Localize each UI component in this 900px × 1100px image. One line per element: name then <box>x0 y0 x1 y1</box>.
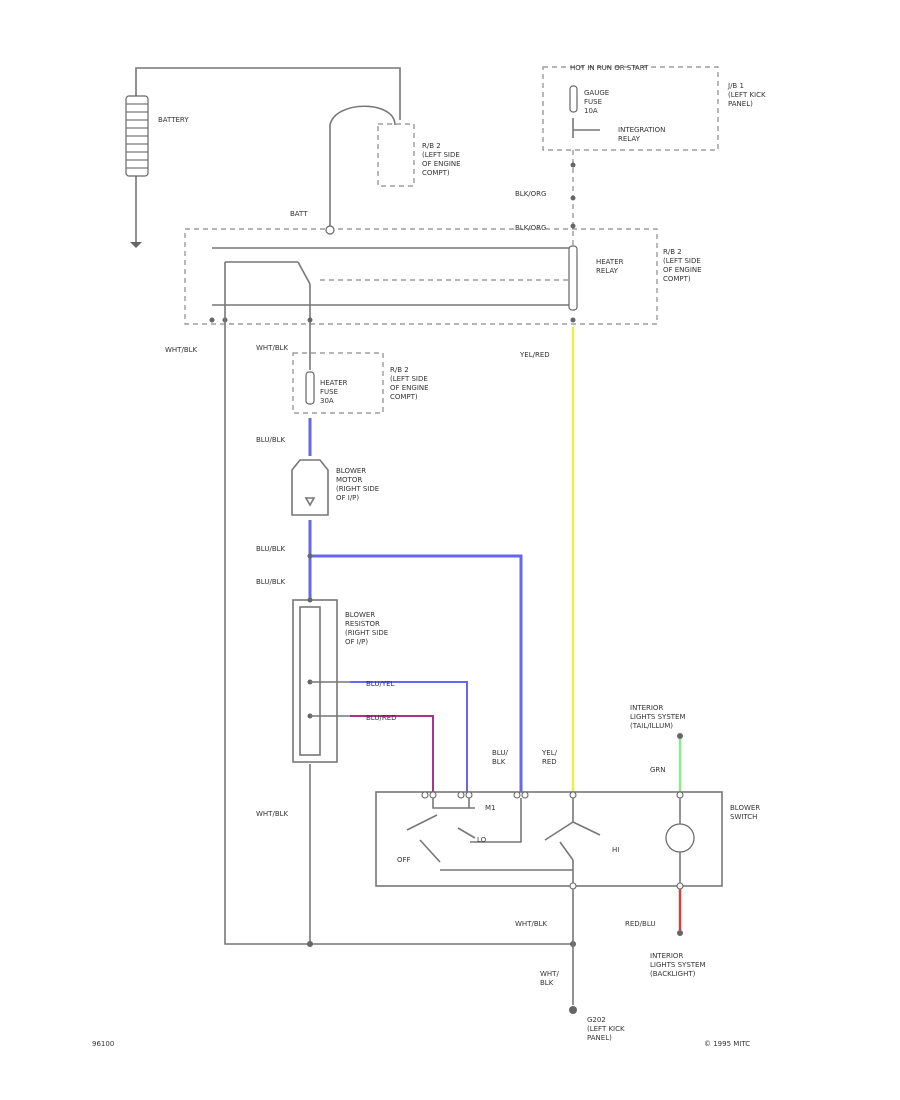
rb2-relay-line-4: COMPT) <box>663 275 691 283</box>
rb2-top-line-4: COMPT) <box>422 169 450 177</box>
switch-hi-label: HI <box>612 846 619 854</box>
blower-motor-line-2: MOTOR <box>336 476 362 484</box>
rb2-relay-line-3: OF ENGINE <box>663 266 702 274</box>
blu-blk-4-line-1: BLU/ <box>492 749 508 757</box>
red-blu-label: RED/BLU <box>625 920 656 928</box>
rb2-fuse-line-1: R/B 2 <box>390 366 409 374</box>
blower-motor-line-1: BLOWER <box>336 467 366 475</box>
wht-blk-3-label: WHT/BLK <box>256 810 289 818</box>
wht-blk-left-label: WHT/BLK <box>165 346 198 354</box>
interior-lights-bottom-line-3: (BACKLIGHT) <box>650 970 696 978</box>
battery-label: BATTERY <box>158 116 189 124</box>
rb2-relay-line-1: R/B 2 <box>663 248 682 256</box>
jb1-line-3: PANEL) <box>728 100 753 108</box>
yel-red-2-line-1: YEL/ <box>541 749 558 757</box>
rb2-fuse-line-3: OF ENGINE <box>390 384 429 392</box>
heater-relay-line-1: HEATER <box>596 258 624 266</box>
page-code: 96100 <box>92 1040 114 1048</box>
blower-switch: OFF LO M1 HI BLOWER SWITCH <box>375 791 760 890</box>
switch-off-label: OFF <box>397 856 411 864</box>
switch-m1-label: M1 <box>485 804 496 812</box>
wht-blk-5-line-1: WHT/ <box>540 970 559 978</box>
interior-lights-bottom-line-2: LIGHTS SYSTEM <box>650 961 706 969</box>
blu-blk-3-label: BLU/BLK <box>256 578 286 586</box>
blower-resistor-line-1: BLOWER <box>345 611 375 619</box>
g202-line-1: G202 <box>587 1016 606 1024</box>
yel-red-2-line-2: RED <box>542 758 557 766</box>
rb2-top-line-2: (LEFT SIDE <box>422 151 460 159</box>
battery: BATTERY <box>125 67 401 248</box>
heater-fuse: HEATER FUSE 30A R/B 2 (LEFT SIDE OF ENGI… <box>292 330 429 414</box>
heater-fuse-line-1: HEATER <box>320 379 348 387</box>
integration-relay-line-2: RELAY <box>618 135 641 143</box>
g202-line-2: (LEFT KICK <box>587 1025 625 1033</box>
rb2-top-line-1: R/B 2 <box>422 142 441 150</box>
ground-g202 <box>569 1006 577 1014</box>
wht-blk-2-label: WHT/BLK <box>256 344 289 352</box>
wire-blu-blk-3 <box>310 554 523 792</box>
jb1-line-2: (LEFT KICK <box>728 91 766 99</box>
blu-yel-label: BLU/YEL <box>366 680 395 688</box>
wht-blk-4-label: WHT/BLK <box>515 920 548 928</box>
interior-lights-top-line-2: LIGHTS SYSTEM <box>630 713 686 721</box>
jb1-line-1: J/B 1 <box>727 82 744 90</box>
blu-red-label: BLU/RED <box>366 714 397 722</box>
blower-switch-line-1: BLOWER <box>730 804 760 812</box>
gauge-fuse-line-1: GAUGE <box>584 89 609 97</box>
interior-lights-top-line-3: (TAIL/ILLUM) <box>630 722 673 730</box>
heater-relay-line-2: RELAY <box>596 267 619 275</box>
integration-relay-line-1: INTEGRATION <box>618 126 665 134</box>
wire-blu-red <box>350 715 434 792</box>
interior-lights-bottom-line-1: INTERIOR <box>650 952 683 960</box>
blu-blk-4-line-2: BLK <box>492 758 506 766</box>
wht-blk-5-line-2: BLK <box>540 979 554 987</box>
yel-red-1-label: YEL/RED <box>519 351 550 359</box>
gauge-fuse-line-3: 10A <box>584 107 598 115</box>
blower-resistor-line-3: (RIGHT SIDE <box>345 629 388 637</box>
blower-motor: BLOWER MOTOR (RIGHT SIDE OF I/P) <box>291 459 379 516</box>
interior-lights-top-line-1: INTERIOR <box>630 704 663 712</box>
blower-resistor-line-4: OF I/P) <box>345 638 368 646</box>
batt-label: BATT <box>290 210 308 218</box>
copyright: © 1995 MITC <box>704 1040 750 1048</box>
hot-in-run-label: HOT IN RUN OR START <box>570 64 649 72</box>
rb2-top-line-3: OF ENGINE <box>422 160 461 168</box>
blu-blk-1-label: BLU/BLK <box>256 436 286 444</box>
switch-lo-label: LO <box>477 836 487 844</box>
blu-blk-2-label: BLU/BLK <box>256 545 286 553</box>
blower-resistor: BLOWER RESISTOR (RIGHT SIDE OF I/P) <box>292 597 388 763</box>
blower-switch-line-2: SWITCH <box>730 813 757 821</box>
heater-fuse-line-3: 30A <box>320 397 334 405</box>
g202-line-3: PANEL) <box>587 1034 612 1042</box>
blk-org-label-2: BLK/ORG <box>515 224 546 232</box>
heater-relay-box: BATT HEATER RELAY R/B 2 (LEFT SIDE OF EN… <box>184 210 702 330</box>
rb2-fuse-line-2: (LEFT SIDE <box>390 375 428 383</box>
rb2-top: R/B 2 (LEFT SIDE OF ENGINE COMPT) <box>329 105 461 228</box>
blower-motor-line-4: OF I/P) <box>336 494 359 502</box>
blower-motor-line-3: (RIGHT SIDE <box>336 485 379 493</box>
gauge-fuse-line-2: FUSE <box>584 98 602 106</box>
heater-fuse-line-2: FUSE <box>320 388 338 396</box>
rb2-relay-line-2: (LEFT SIDE <box>663 257 701 265</box>
rb2-fuse-line-4: COMPT) <box>390 393 418 401</box>
blk-org-label-1: BLK/ORG <box>515 190 546 198</box>
wire-blu-yel <box>350 681 468 792</box>
blower-resistor-line-2: RESISTOR <box>345 620 380 628</box>
grn-label: GRN <box>650 766 666 774</box>
jb1: HOT IN RUN OR START GAUGE FUSE 10A J/B 1… <box>542 64 766 151</box>
